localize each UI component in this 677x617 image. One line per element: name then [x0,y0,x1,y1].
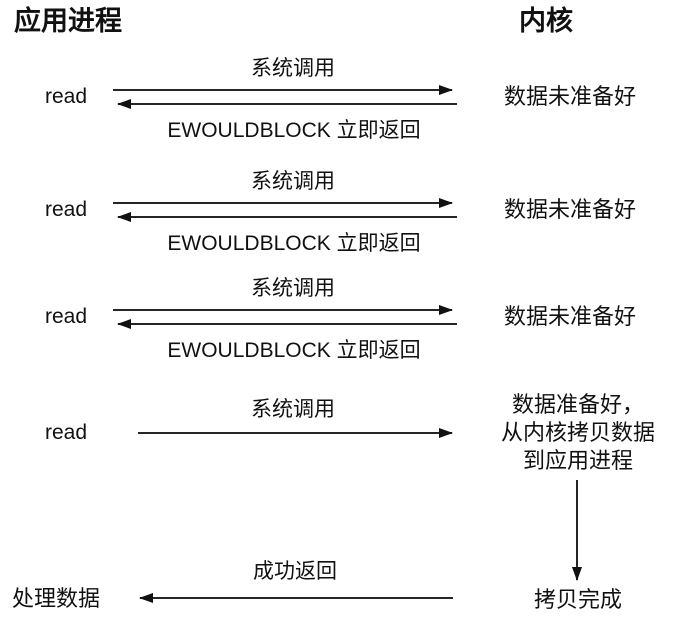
ewouldblock-label-2: EWOULDBLOCK 立即返回 [167,232,421,255]
ewouldblock-label-3: EWOULDBLOCK 立即返回 [167,339,421,362]
kernel-ready-text: 数据准备好， 从内核拷贝数据 到应用进程 [480,391,676,475]
success-return-label: 成功返回 [253,560,337,583]
kernel-state-1: 数据未准备好 [503,84,636,109]
read-call-final: read [45,421,88,444]
kernel-state-3: 数据未准备好 [503,304,636,329]
syscall-label-1: 系统调用 [251,57,335,80]
syscall-label-final: 系统调用 [251,398,335,421]
kernel-state-2: 数据未准备好 [503,197,636,222]
kernel-ready-line-2: 从内核拷贝数据 [500,420,655,445]
read-call-1: read [45,85,88,108]
kernel-ready-line-3: 到应用进程 [522,448,633,473]
process-data-label: 处理数据 [12,586,101,611]
right-column-header: 内核 [519,6,573,36]
ewouldblock-label-1: EWOULDBLOCK 立即返回 [167,119,421,142]
syscall-label-2: 系统调用 [251,170,335,193]
kernel-ready-line-1: 数据准备好， [511,392,644,417]
copy-complete-label: 拷贝完成 [533,587,622,612]
read-call-2: read [45,198,88,221]
read-call-3: read [45,305,88,328]
syscall-label-3: 系统调用 [251,277,335,300]
left-column-header: 应用进程 [14,6,122,36]
